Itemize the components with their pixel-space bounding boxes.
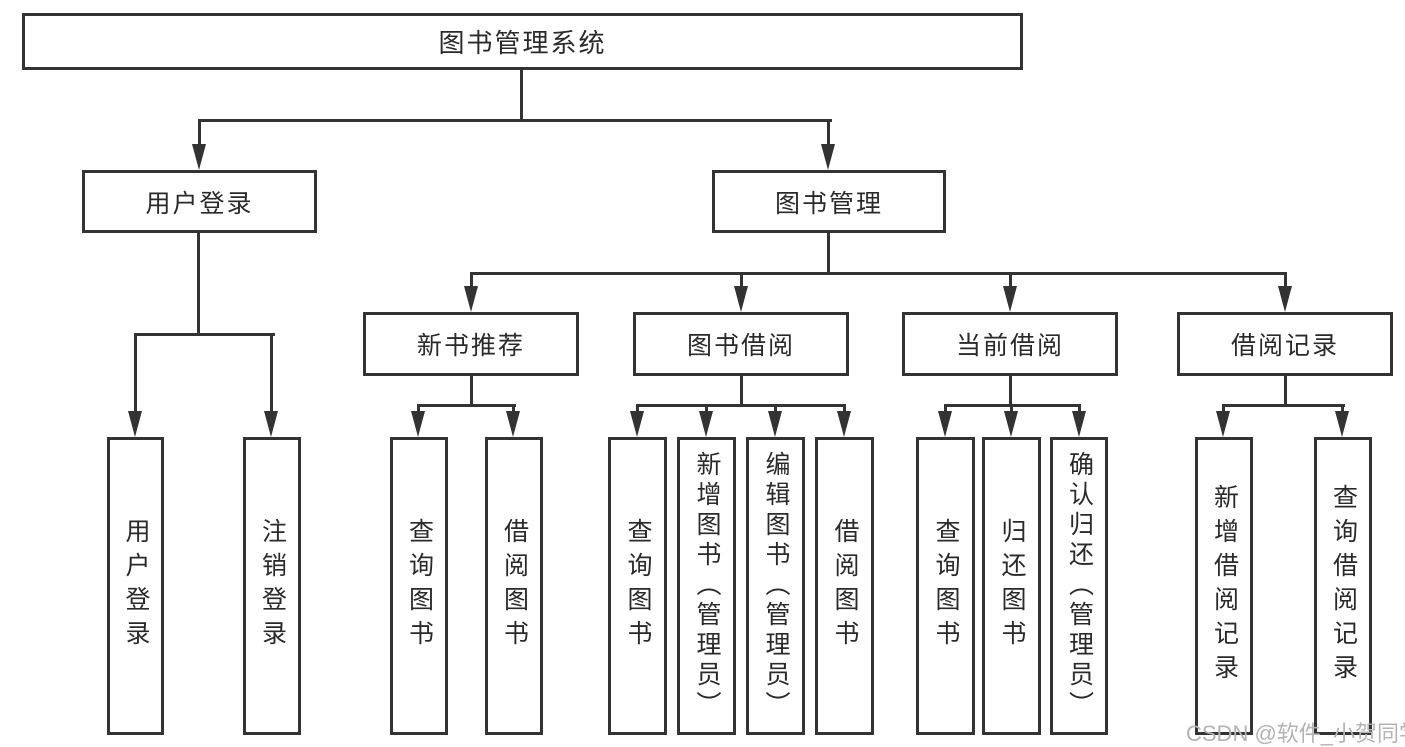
arrow-down-icon xyxy=(630,411,644,437)
node-book-borrowing-label: 图书借阅 xyxy=(686,332,795,360)
connector-borrow-hbar xyxy=(636,404,846,407)
node-user-login: 用户登录 xyxy=(82,170,317,233)
connector-recommend-shaft-1 xyxy=(417,404,420,413)
arrow-down-icon xyxy=(128,411,142,437)
leaf-query-books-recommend-label: 查询图书 xyxy=(405,518,434,654)
connector-recommend-stem xyxy=(470,376,473,407)
arrow-down-icon xyxy=(734,286,748,312)
leaf-borrow-books: 借阅图书 xyxy=(815,437,874,735)
leaf-query-books-borrow: 查询图书 xyxy=(608,437,667,735)
connector-records-shaft-2 xyxy=(1341,404,1344,413)
connector-recommend-hbar xyxy=(417,404,516,407)
connector-user-shaft-left xyxy=(134,333,137,413)
node-borrowing-records: 借阅记录 xyxy=(1177,312,1393,376)
connector-current-stem xyxy=(1009,376,1012,407)
node-new-book-recommendation-label: 新书推荐 xyxy=(416,332,525,360)
leaf-add-book-admin-label: 新增图书（管理员） xyxy=(693,451,721,721)
connector-records-shaft-1 xyxy=(1222,404,1225,413)
connector-borrow-shaft-4 xyxy=(843,404,846,413)
arrow-down-icon xyxy=(938,411,952,437)
leaf-confirm-return-admin: 确认归还（管理员） xyxy=(1050,437,1108,735)
connector-borrow-stem xyxy=(740,376,743,407)
node-current-borrowing: 当前借阅 xyxy=(902,312,1118,376)
connector-recommend-shaft-2 xyxy=(512,404,515,413)
leaf-logout-label: 注销登录 xyxy=(258,518,287,654)
connector-root-stem xyxy=(520,70,523,121)
leaf-user-login-label: 用户登录 xyxy=(122,518,150,654)
leaf-borrow-books-label: 借阅图书 xyxy=(831,518,859,654)
leaf-add-book-admin: 新增图书（管理员） xyxy=(677,437,736,735)
leaf-query-borrow-record: 查询借阅记录 xyxy=(1314,437,1372,735)
leaf-confirm-return-admin-label: 确认归还（管理员） xyxy=(1065,451,1094,721)
connector-borrow-shaft-1 xyxy=(636,404,639,413)
connector-root-hbar xyxy=(198,119,832,122)
connector-root-shaft-left xyxy=(198,119,201,146)
connector-current-shaft-3 xyxy=(1078,404,1081,413)
leaf-return-books: 归还图书 xyxy=(982,437,1041,735)
arrow-down-icon xyxy=(1216,411,1230,437)
arrow-down-icon xyxy=(192,144,206,170)
connector-borrow-shaft-2 xyxy=(705,404,708,413)
leaf-borrow-books-recommend: 借阅图书 xyxy=(485,437,543,735)
leaf-query-books-borrow-label: 查询图书 xyxy=(624,518,652,654)
node-user-login-label: 用户登录 xyxy=(145,189,254,218)
connector-user-hbar xyxy=(134,333,275,336)
connector-mgmt-hbar xyxy=(470,272,1287,275)
watermark: CSDN @软件_小贺同学 xyxy=(1186,721,1405,746)
arrow-down-icon xyxy=(768,411,782,437)
arrow-down-icon xyxy=(821,144,835,170)
node-new-book-recommendation: 新书推荐 xyxy=(363,312,579,376)
arrow-down-icon xyxy=(699,411,713,437)
leaf-add-borrow-record: 新增借阅记录 xyxy=(1195,437,1253,735)
connector-mgmt-shaft-1 xyxy=(470,272,473,288)
connector-records-hbar xyxy=(1222,404,1345,407)
connector-current-shaft-2 xyxy=(1010,404,1013,413)
connector-mgmt-shaft-4 xyxy=(1284,272,1287,288)
connector-user-stem xyxy=(197,233,200,335)
leaf-user-login: 用户登录 xyxy=(107,437,164,735)
connector-mgmt-stem xyxy=(827,233,830,274)
leaf-edit-book-admin-label: 编辑图书（管理员） xyxy=(762,451,790,721)
node-current-borrowing-label: 当前借阅 xyxy=(955,332,1064,360)
leaf-add-borrow-record-label: 新增借阅记录 xyxy=(1210,484,1239,688)
arrow-down-icon xyxy=(506,411,520,437)
connector-records-stem xyxy=(1284,376,1287,407)
arrow-down-icon xyxy=(1003,286,1017,312)
node-borrowing-records-label: 借阅记录 xyxy=(1230,332,1339,360)
leaf-return-books-label: 归还图书 xyxy=(998,518,1026,654)
node-book-management: 图书管理 xyxy=(712,170,946,233)
node-root-label: 图书管理系统 xyxy=(438,28,607,58)
arrow-down-icon xyxy=(411,411,425,437)
arrow-down-icon xyxy=(837,411,851,437)
connector-user-shaft-right xyxy=(270,333,273,413)
connector-mgmt-shaft-3 xyxy=(1009,272,1012,288)
node-root: 图书管理系统 xyxy=(22,13,1023,70)
connector-root-shaft-right xyxy=(827,119,830,146)
arrow-down-icon xyxy=(1278,286,1292,312)
arrow-down-icon xyxy=(1335,411,1349,437)
connector-borrow-shaft-3 xyxy=(774,404,777,413)
node-book-borrowing: 图书借阅 xyxy=(633,312,849,376)
leaf-query-books-current: 查询图书 xyxy=(916,437,975,735)
arrow-down-icon xyxy=(1072,411,1086,437)
connector-current-shaft-1 xyxy=(944,404,947,413)
leaf-logout: 注销登录 xyxy=(243,437,301,735)
arrow-down-icon xyxy=(264,411,278,437)
leaf-edit-book-admin: 编辑图书（管理员） xyxy=(746,437,805,735)
leaf-borrow-books-recommend-label: 借阅图书 xyxy=(500,518,529,654)
leaf-query-books-current-label: 查询图书 xyxy=(932,518,960,654)
leaf-query-borrow-record-label: 查询借阅记录 xyxy=(1329,484,1358,688)
connector-mgmt-shaft-2 xyxy=(740,272,743,288)
leaf-query-books-recommend: 查询图书 xyxy=(390,437,448,735)
arrow-down-icon xyxy=(1004,411,1018,437)
node-book-management-label: 图书管理 xyxy=(774,189,883,218)
arrow-down-icon xyxy=(464,286,478,312)
